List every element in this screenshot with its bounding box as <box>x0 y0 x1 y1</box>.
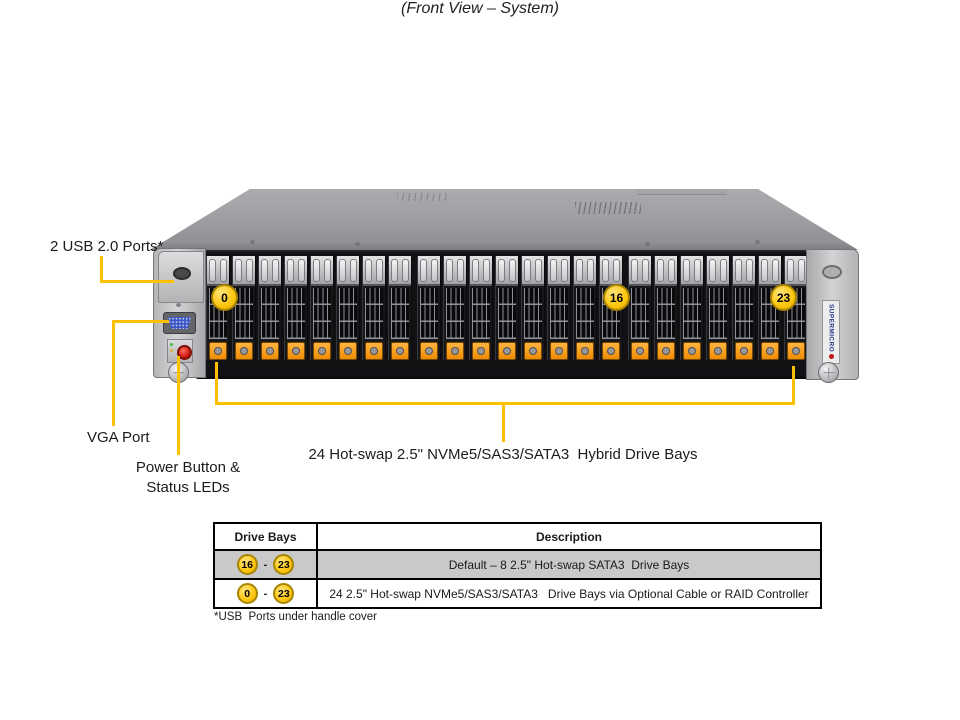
drive-bay-table: Drive Bays Description 16 - 23 Default –… <box>213 522 822 609</box>
bay-badge-0: 0 <box>211 284 238 311</box>
drive-bay <box>417 256 441 360</box>
drive-group <box>417 256 623 360</box>
table-cell-description: 24 2.5" Hot-swap NVMe5/SAS3/SATA3 Drive … <box>316 580 820 607</box>
drive-bay <box>310 256 334 360</box>
drive-bay <box>443 256 467 360</box>
drive-bay <box>469 256 493 360</box>
status-led <box>170 349 173 352</box>
drive-bay <box>521 256 545 360</box>
power-button-plate <box>167 339 193 363</box>
drive-group <box>628 256 834 360</box>
server-top-cover <box>150 189 858 250</box>
cover-screw <box>645 242 650 246</box>
range-badge-start: 16 <box>236 554 258 575</box>
panel-screw <box>176 303 181 307</box>
drive-bay <box>547 256 571 360</box>
drive-bay <box>628 256 652 360</box>
drive-bay <box>388 256 412 360</box>
table-cell-range: 0 - 23 <box>215 580 316 607</box>
cover-front-lip <box>150 241 858 250</box>
bay-badge-23: 23 <box>770 284 797 311</box>
brand-label: SUPERMICRO <box>822 300 840 364</box>
table-row: 0 - 23 24 2.5" Hot-swap NVMe5/SAS3/SATA3… <box>215 578 820 607</box>
power-button-label: Power Button & Status LEDs <box>126 458 250 499</box>
drive-bay <box>680 256 704 360</box>
range-dash: - <box>263 558 268 571</box>
table-row: 16 - 23 Default – 8 2.5" Hot-swap SATA3 … <box>215 549 820 578</box>
handle-grip-recess <box>173 267 191 280</box>
vga-connector <box>168 317 191 329</box>
drive-bay <box>573 256 597 360</box>
drive-bay <box>706 256 730 360</box>
drive-bay <box>362 256 386 360</box>
table-cell-description: Default – 8 2.5" Hot-swap SATA3 Drive Ba… <box>316 551 820 578</box>
usb-handle-cover <box>158 251 204 303</box>
footnote: *USB Ports under handle cover <box>214 611 378 623</box>
brand-logo-dot <box>828 354 834 360</box>
table-header-description: Description <box>316 524 820 549</box>
brand-text: SUPERMICRO <box>827 304 835 353</box>
table-cell-range: 16 - 23 <box>215 551 316 578</box>
vga-port-label: VGA Port <box>87 429 150 446</box>
drive-bay <box>284 256 308 360</box>
callout-line-usb-vertical <box>100 256 103 283</box>
drive-bays-label: 24 Hot-swap 2.5" NVMe5/SAS3/SATA3 Hybrid… <box>308 446 698 463</box>
bracket-center-stem <box>502 405 505 442</box>
drive-bay-row <box>206 256 834 370</box>
bracket-right-vertical <box>792 366 795 405</box>
drive-bay <box>758 256 782 360</box>
cover-step <box>637 189 727 195</box>
bracket-horizontal <box>215 402 795 405</box>
drive-bay <box>732 256 756 360</box>
drive-bay <box>336 256 360 360</box>
right-thumbscrew <box>818 362 839 383</box>
cover-screw <box>355 242 360 246</box>
callout-line-power <box>177 356 180 455</box>
range-badge-end: 23 <box>273 554 295 575</box>
table-header-drive-bays: Drive Bays <box>234 529 297 544</box>
power-button-label-line2: Status LEDs <box>146 479 230 497</box>
cover-screw <box>755 240 760 244</box>
cover-screw <box>250 240 255 244</box>
range-badge-start: 0 <box>236 583 258 604</box>
drive-bay <box>232 256 256 360</box>
drive-bay <box>258 256 282 360</box>
range-dash: - <box>263 587 268 600</box>
cover-vent-grille <box>575 202 641 214</box>
callout-line-usb-horizontal <box>100 280 174 283</box>
status-led <box>170 343 173 346</box>
bay-badge-16: 16 <box>603 284 630 311</box>
table-header-row: Drive Bays Description <box>215 524 820 549</box>
handle-grip-recess <box>822 265 842 279</box>
vga-port <box>163 312 196 334</box>
cover-vent-marks <box>397 193 449 201</box>
range-badge-end: 23 <box>273 583 295 604</box>
drive-bay <box>495 256 519 360</box>
power-button-label-line1: Power Button & <box>135 459 241 476</box>
drive-bay <box>654 256 678 360</box>
right-rack-handle: SUPERMICRO <box>806 249 859 380</box>
drive-group <box>206 256 412 360</box>
power-button <box>177 345 192 360</box>
usb-ports-label: 2 USB 2.0 Ports* <box>50 238 164 255</box>
bracket-left-vertical <box>215 362 218 405</box>
page-title: (Front View – System) <box>401 0 559 17</box>
callout-line-vga-horizontal <box>112 320 169 323</box>
callout-line-vga-vertical <box>112 320 115 426</box>
